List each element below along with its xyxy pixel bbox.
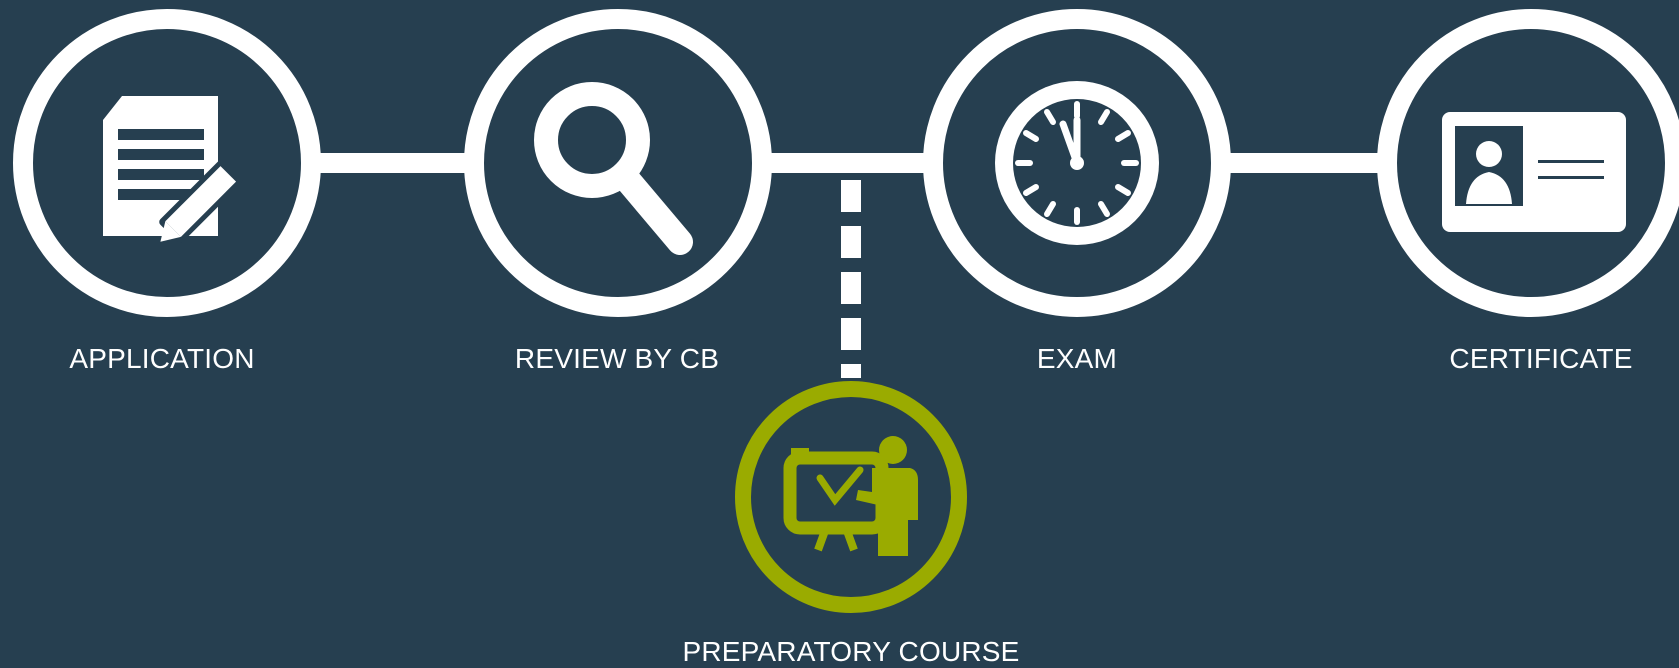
- optional-step-label-preparatory: PREPARATORY COURSE: [682, 636, 1020, 667]
- presentation-teacher-icon: [783, 436, 918, 556]
- step-label-review: REVIEW BY CB: [514, 343, 720, 374]
- step-circle-certificate: [1377, 9, 1679, 317]
- step-circle-exam: [923, 9, 1231, 317]
- document-pencil-icon: [103, 96, 243, 243]
- magnifier-icon: [534, 82, 693, 255]
- step-circle-review: [464, 9, 772, 317]
- step-label-certificate: CERTIFICATE: [1449, 343, 1633, 374]
- step-circle-preparatory: [735, 381, 967, 613]
- step-circle-application: [13, 9, 321, 317]
- step-label-application: APPLICATION: [69, 343, 255, 374]
- id-card-icon: [1442, 112, 1626, 232]
- clock-icon: [995, 81, 1159, 245]
- step-label-exam: EXAM: [1036, 343, 1118, 374]
